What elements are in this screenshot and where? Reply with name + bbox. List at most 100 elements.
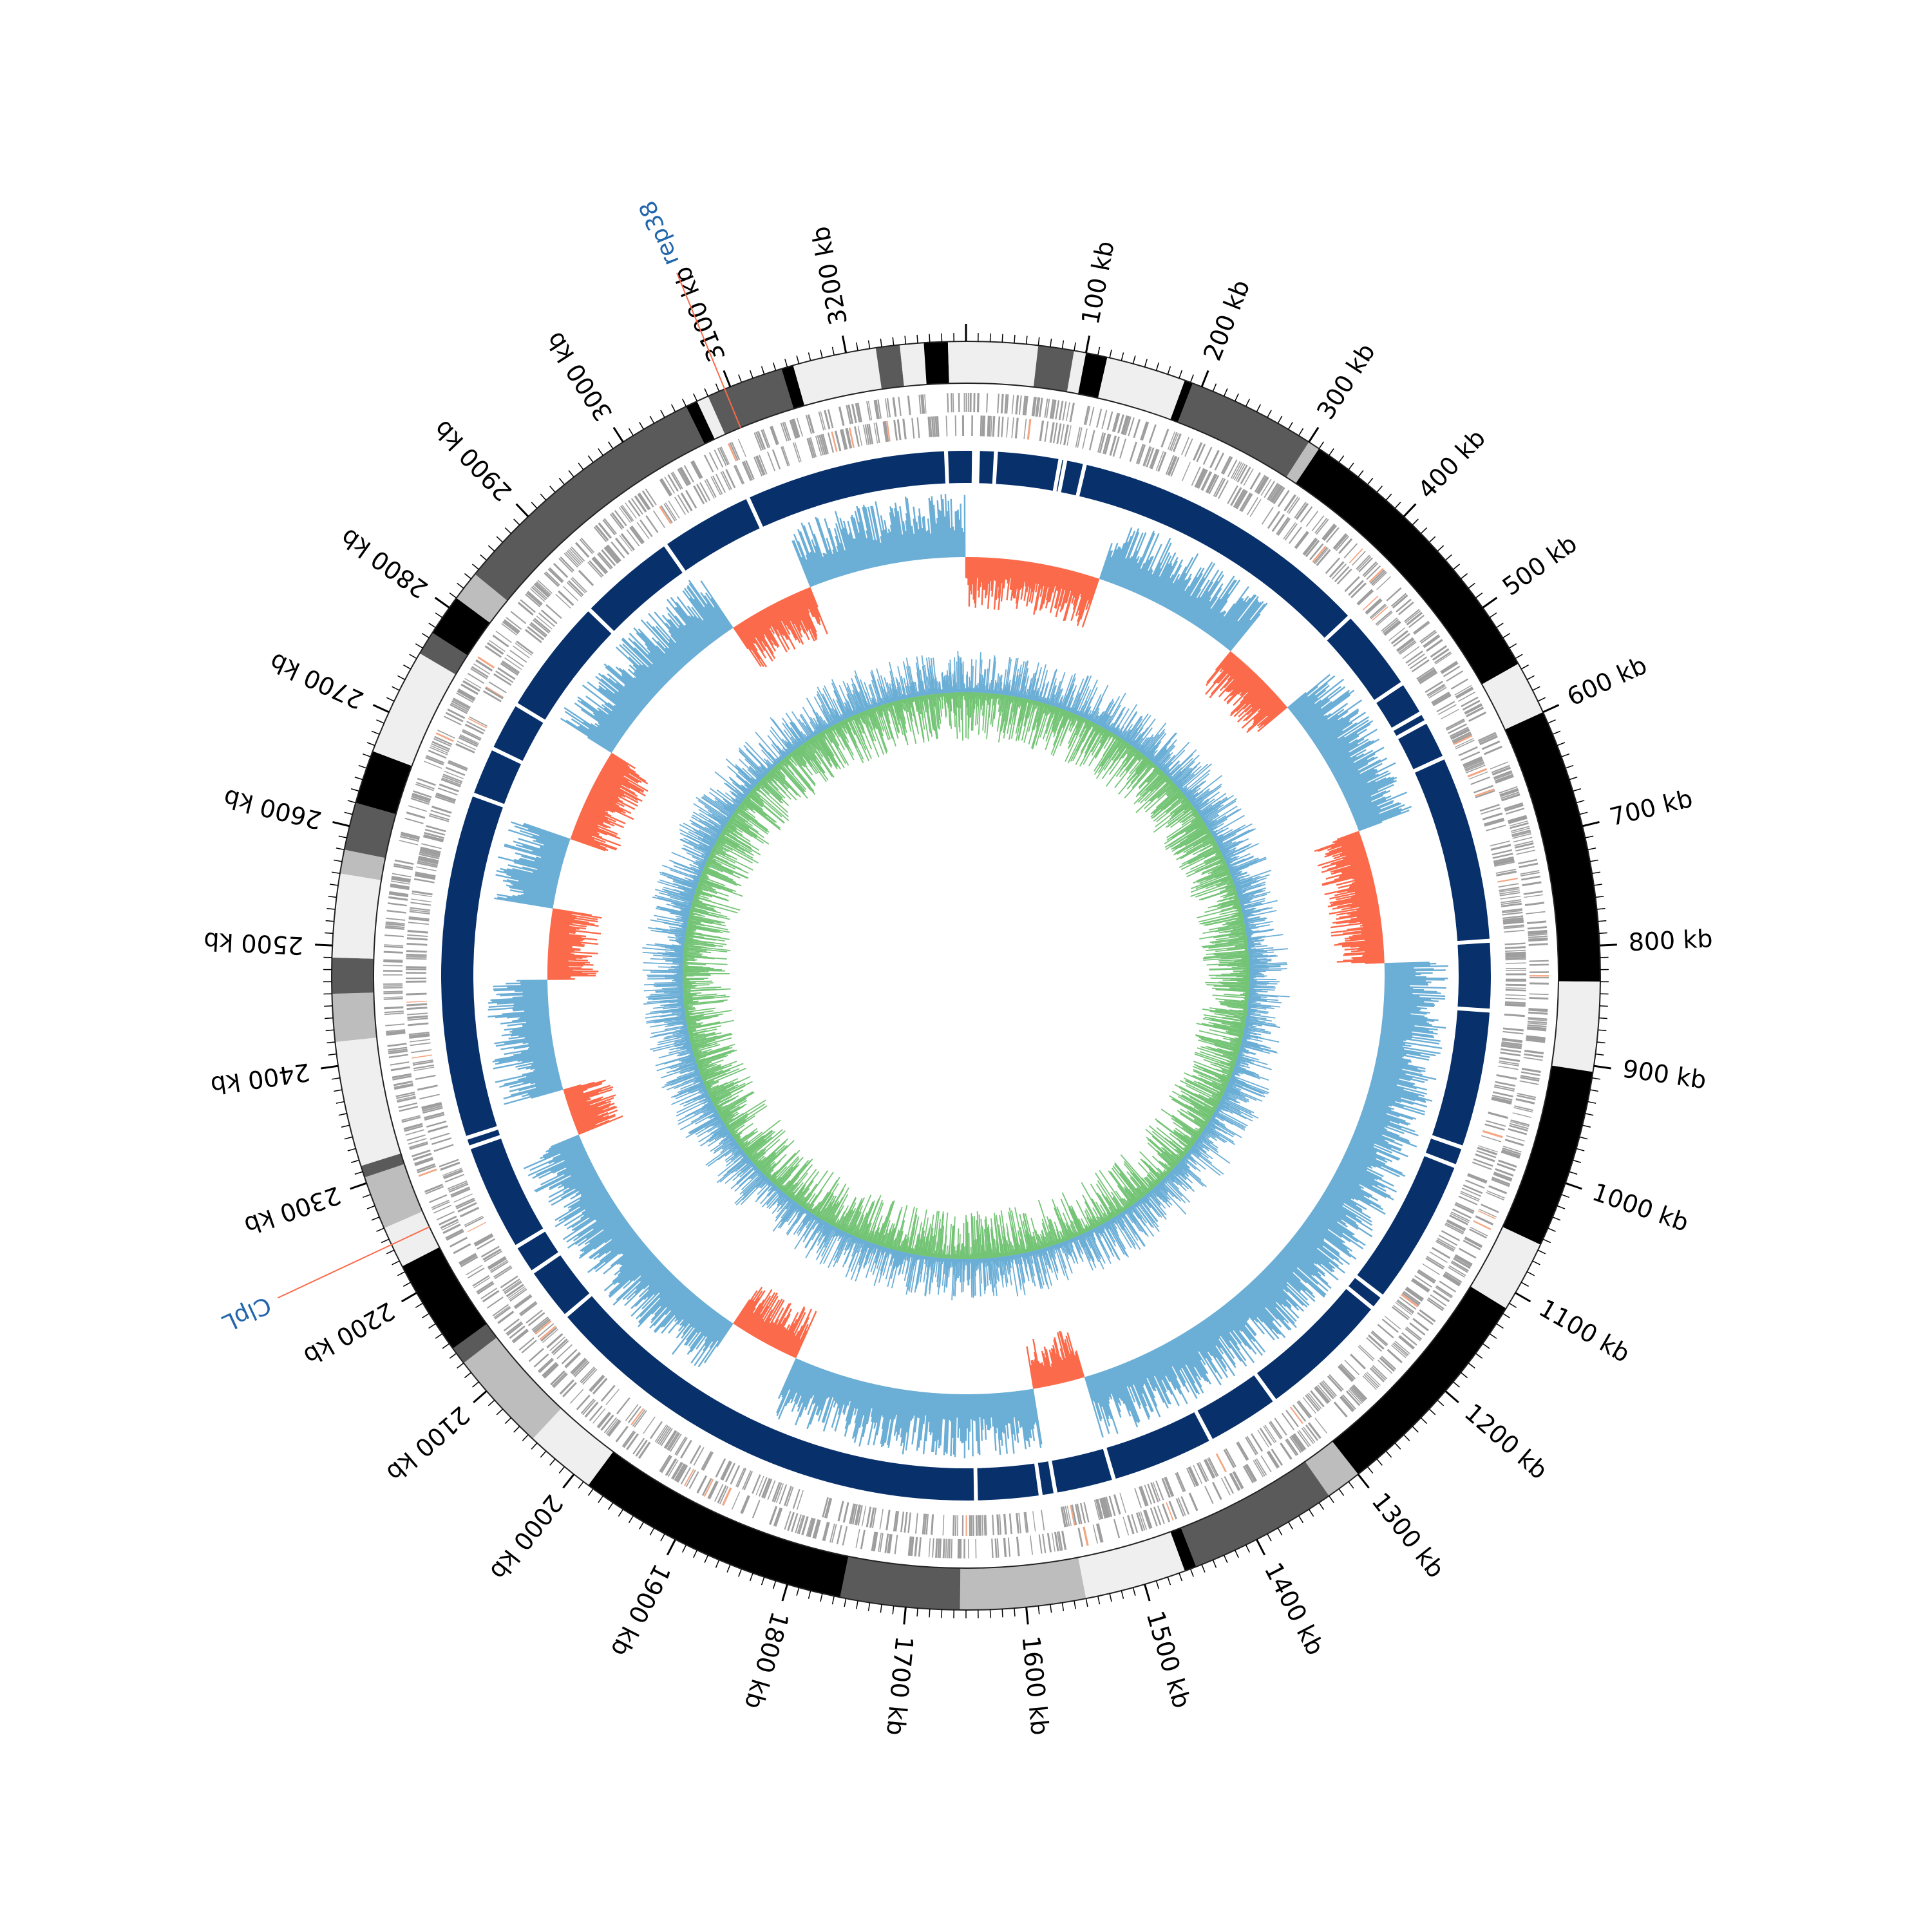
gene-feature <box>1372 572 1387 587</box>
minor-tick <box>421 1312 430 1319</box>
skew-bar-negative <box>553 908 592 916</box>
skew-bar-positive <box>1180 577 1206 618</box>
gene-feature <box>406 1007 428 1010</box>
gene-feature <box>1065 1506 1070 1527</box>
gene-feature <box>383 983 403 985</box>
gc-bar-outer <box>1075 710 1078 715</box>
minor-tick <box>929 334 931 343</box>
skew-bar-negative <box>1009 559 1014 579</box>
skew-bar-negative <box>1332 831 1360 844</box>
skew-bar-negative <box>576 819 617 837</box>
minor-tick <box>1475 1352 1483 1359</box>
skew-bar-positive <box>957 1394 960 1438</box>
skew-bar-positive <box>1363 1104 1400 1117</box>
minor-tick <box>867 340 871 349</box>
skew-bar-positive <box>1128 531 1155 591</box>
skew-bar-positive <box>1272 1260 1307 1292</box>
skew-bar-positive <box>526 1061 557 1070</box>
skew-bar-negative <box>746 618 773 662</box>
gene-feature <box>383 960 403 963</box>
skew-bar-positive <box>1229 1300 1248 1322</box>
skew-bar-positive <box>858 1383 871 1428</box>
gc-bar-inner <box>1019 697 1021 703</box>
skew-bar-negative <box>551 921 587 928</box>
minor-tick <box>363 753 371 757</box>
gc-bar-inner <box>998 694 1002 712</box>
skew-bar-negative <box>571 835 607 849</box>
gene-feature <box>1482 1130 1503 1139</box>
gene-feature <box>1504 929 1525 933</box>
gene-feature <box>1481 740 1501 750</box>
gene-feature <box>922 1513 925 1535</box>
gene-feature <box>1340 1363 1356 1379</box>
skew-bar-positive <box>663 1292 694 1327</box>
gene-feature <box>1521 1067 1541 1074</box>
skew-bar-positive <box>583 721 618 745</box>
gene-feature <box>837 1501 844 1522</box>
skew-bar-positive <box>1095 1373 1112 1419</box>
gene-feature <box>787 1511 795 1531</box>
skew-bar-positive <box>683 1301 705 1327</box>
skew-bar-positive <box>1354 802 1401 822</box>
contig-segment <box>432 598 490 656</box>
gc-bar-outer <box>1020 660 1029 698</box>
gene-feature <box>1528 943 1548 946</box>
skew-bar-positive <box>1370 1081 1425 1097</box>
skew-bar-negative <box>733 627 749 650</box>
skew-bar-positive <box>1350 796 1386 813</box>
gc-bar-inner <box>1121 739 1124 744</box>
skew-bar-positive <box>814 1370 828 1404</box>
minor-tick <box>513 1426 520 1433</box>
gene-feature <box>986 393 989 413</box>
gene-feature <box>703 1479 714 1497</box>
gene-feature <box>503 1280 522 1293</box>
gene-feature <box>1283 494 1296 512</box>
gene-feature <box>1503 926 1524 929</box>
skew-bar-negative <box>610 753 629 766</box>
skew-bar-positive <box>542 1139 582 1157</box>
minor-tick <box>1587 1101 1596 1104</box>
skew-bar-positive <box>1350 1139 1399 1161</box>
skew-bar-positive <box>1153 1349 1171 1383</box>
gene-feature <box>437 787 458 796</box>
gene-feature <box>1527 926 1547 930</box>
skew-bar-positive <box>882 1387 895 1446</box>
gc-bar-outer <box>990 679 992 694</box>
gene-feature <box>1529 963 1549 966</box>
gc-bar-inner <box>1137 752 1142 759</box>
gc-bar-inner <box>1057 710 1068 735</box>
skew-bar-negative <box>766 1324 778 1344</box>
skew-bar-positive <box>1149 1351 1170 1391</box>
skew-bar-negative <box>576 820 621 840</box>
minor-tick <box>628 428 634 436</box>
gene-feature <box>383 987 403 989</box>
gc-bar-inner <box>1032 700 1034 704</box>
cds-block <box>517 1231 558 1271</box>
minor-tick <box>549 486 556 493</box>
gene-feature <box>638 1441 651 1459</box>
skew-bar-positive <box>674 1295 697 1323</box>
gene-feature <box>1298 1430 1311 1446</box>
gc-bar-outer <box>1090 685 1109 722</box>
gene-feature <box>1184 438 1193 457</box>
gene-feature <box>1239 492 1251 511</box>
skew-bar-negative <box>570 837 606 851</box>
gene-feature <box>1229 1473 1239 1492</box>
skew-bar-negative <box>1043 1365 1049 1387</box>
skew-bar-positive <box>1372 1074 1414 1086</box>
skew-bar-positive <box>1117 531 1140 586</box>
gc-bar-outer <box>1004 656 1011 696</box>
skew-bar-negative <box>1072 573 1085 610</box>
gene-feature <box>409 1034 430 1039</box>
skew-bar-negative <box>547 956 576 960</box>
skew-bar-positive <box>1296 1231 1318 1249</box>
gene-feature <box>1526 1037 1546 1041</box>
gc-bar-inner <box>1054 706 1057 713</box>
gc-bar-outer <box>1073 706 1077 714</box>
skew-bar-positive <box>581 1219 627 1253</box>
skew-bar-positive <box>1380 1034 1440 1045</box>
gene-feature <box>426 825 446 833</box>
skew-bar-negative <box>752 614 765 635</box>
gene-feature <box>731 441 741 460</box>
skew-bar-negative <box>1350 901 1379 908</box>
